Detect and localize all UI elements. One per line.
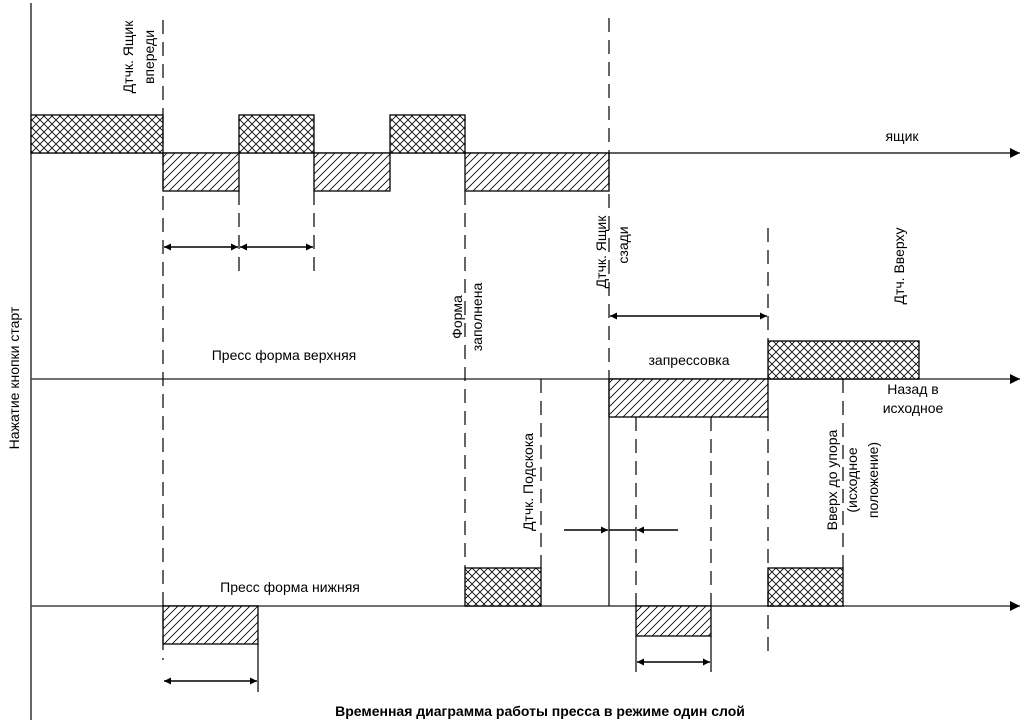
label-top-sensor: Дтч. Вверху	[891, 228, 907, 305]
box-high-segment	[30, 114, 164, 154]
track-label-box: ящик	[885, 128, 919, 144]
duration-arrows	[164, 243, 767, 685]
diagram-title: Временная диаграмма работы пресса в режи…	[335, 703, 745, 719]
track-label-upper: Пресс форма верхняя	[212, 347, 357, 363]
lower-track-segments	[162, 567, 844, 645]
label-pressing: запрессовка	[649, 352, 730, 368]
label-up-to-stop-2: (исходное	[844, 447, 860, 512]
label-up-to-stop-3: положение)	[865, 442, 881, 518]
label-form-filled-1: Форма	[449, 295, 465, 339]
box-low-segment	[464, 152, 610, 192]
label-back-home-1: Назад в	[887, 381, 938, 397]
label-box-front-2: впереди	[141, 30, 157, 84]
label-up-to-stop-1: Вверх до упора	[824, 429, 840, 530]
y-axis-label: Нажатие кнопки старт	[6, 306, 22, 449]
label-box-front-1: Дтчк. Ящик	[120, 20, 136, 94]
lower-high-segment	[464, 567, 542, 607]
upper-low-segment	[608, 378, 769, 418]
box-high-segment	[238, 114, 315, 154]
label-form-filled-2: заполнена	[469, 283, 485, 352]
lower-low-segment	[635, 605, 712, 637]
label-box-back-1: Дтчк. Ящик	[593, 215, 609, 289]
label-back-home-2: исходное	[883, 400, 944, 416]
box-track-segments	[30, 114, 610, 192]
lower-low-segment	[162, 605, 259, 645]
marker-lines	[162, 18, 844, 692]
box-low-segment	[313, 152, 391, 192]
track-label-lower: Пресс форма нижняя	[220, 579, 360, 595]
lower-high-segment	[767, 567, 844, 607]
label-box-back-2: сзади	[615, 226, 631, 263]
box-high-segment	[389, 114, 466, 154]
label-jump-sensor: Дтчк. Подскока	[520, 433, 536, 531]
upper-high-segment	[767, 340, 920, 380]
box-low-segment	[162, 152, 240, 192]
